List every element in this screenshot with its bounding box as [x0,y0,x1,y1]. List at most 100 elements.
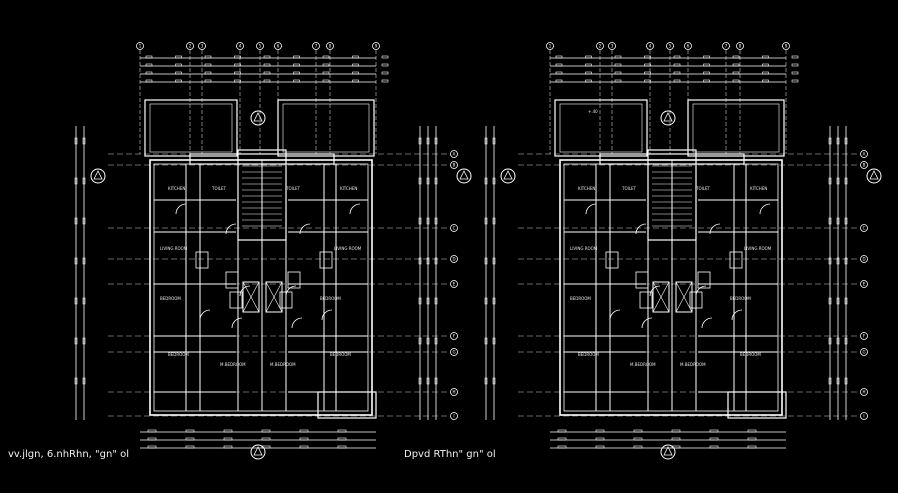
dimension-tick [844,217,848,225]
dimension-tick [595,429,605,433]
dimension-tick [585,63,592,67]
dimension-tick [836,137,840,145]
dimension-tick [762,79,769,83]
grid-bubble-side [450,150,458,158]
grid-label-top: 4 [239,44,242,49]
dimension-tick [147,445,157,449]
grid-label-top: 8 [739,44,742,49]
dimension-tick [762,55,769,59]
dimension-tick [74,257,78,265]
dimension-tick [836,337,840,345]
dimension-tick [614,63,622,67]
grid-bubble-side [860,280,868,288]
dimension-tick [418,217,422,225]
dimension-tick [322,79,330,83]
dimension-tick [828,297,832,305]
fixture [729,251,743,269]
grid-bubble-top [326,42,334,50]
dimension-tick [185,429,195,433]
grid-bubble-side [450,332,458,340]
dimension-tick [74,217,78,225]
grid-label-top: 4 [649,44,652,49]
grid-bubble-top [274,42,282,50]
lift-cross [265,281,283,313]
grid-label-side: E [453,282,456,287]
dimension-tick [585,55,592,59]
dimension-tick [261,437,271,441]
room-label: M.BEDROOM [630,362,656,367]
dimension-tick [555,71,563,75]
dimension-tick [82,217,86,225]
dimension-tick [644,79,651,83]
grid-bubble-top [722,42,730,50]
dimension-tick [74,137,78,145]
lift-shaft [675,281,693,313]
grid-bubble-top [736,42,744,50]
room-label: BEDROOM [578,352,599,357]
grid-label-side: F [453,334,456,339]
dimension-tick [234,71,241,75]
dimension-tick [585,79,592,83]
room-label: KITCHEN [340,186,357,191]
north-arrow-icon [503,170,513,180]
dimension-tick [82,257,86,265]
room-label: BEDROOM [740,352,761,357]
door-swing [731,309,743,321]
balcony [687,99,785,157]
dimension-tick [426,257,430,265]
grid-label-top: 5 [669,44,672,49]
dimension-tick [844,137,848,145]
dimension-tick [434,177,438,185]
compass-symbol [500,168,516,184]
dimension-tick [426,297,430,305]
dimension-tick [145,63,153,67]
dimension-tick [492,297,496,305]
balcony-inner [149,103,233,153]
room-label: KITCHEN [168,186,185,191]
dimension-tick [644,71,651,75]
dimension-tick [175,55,182,59]
dimension-tick [614,79,622,83]
grid-label-side: D [862,257,865,262]
compass-symbol [456,168,472,184]
dimension-tick [82,297,86,305]
dimension-tick [426,337,430,345]
dimension-tick [434,257,438,265]
dimension-tick [381,71,389,75]
dimension-tick [484,377,488,385]
door-swing [239,285,251,297]
grid-label-top: 6 [687,44,690,49]
dimension-tick [381,55,389,59]
grid-bubble-side [450,348,458,356]
dimension-tick [293,63,300,67]
compass-symbol [250,444,266,460]
room-label: M.BEDROOM [220,362,246,367]
room-label: BEDROOM [570,296,591,301]
fixture [639,291,653,309]
dimension-tick [709,437,719,441]
dimension-tick [492,177,496,185]
grid-label-top: 1 [549,44,552,49]
dimension-tick [762,63,769,67]
dimension-tick [492,137,496,145]
dimension-tick [703,63,710,67]
dimension-tick [145,71,153,75]
dimension-tick [147,437,157,441]
dimension-tick [204,55,212,59]
dimension-tick [555,55,563,59]
dimension-tick [709,429,719,433]
door-swing [285,285,297,297]
dimension-tick [434,137,438,145]
room-label: LIVING ROOM [570,246,598,251]
dimension-tick [484,337,488,345]
door-swing [299,223,311,235]
north-arrow-icon [253,446,263,456]
dimension-tick [74,297,78,305]
grid-bubble-top [782,42,790,50]
dimension-tick [426,137,430,145]
dimension-tick [484,217,488,225]
dimension-tick [644,55,651,59]
